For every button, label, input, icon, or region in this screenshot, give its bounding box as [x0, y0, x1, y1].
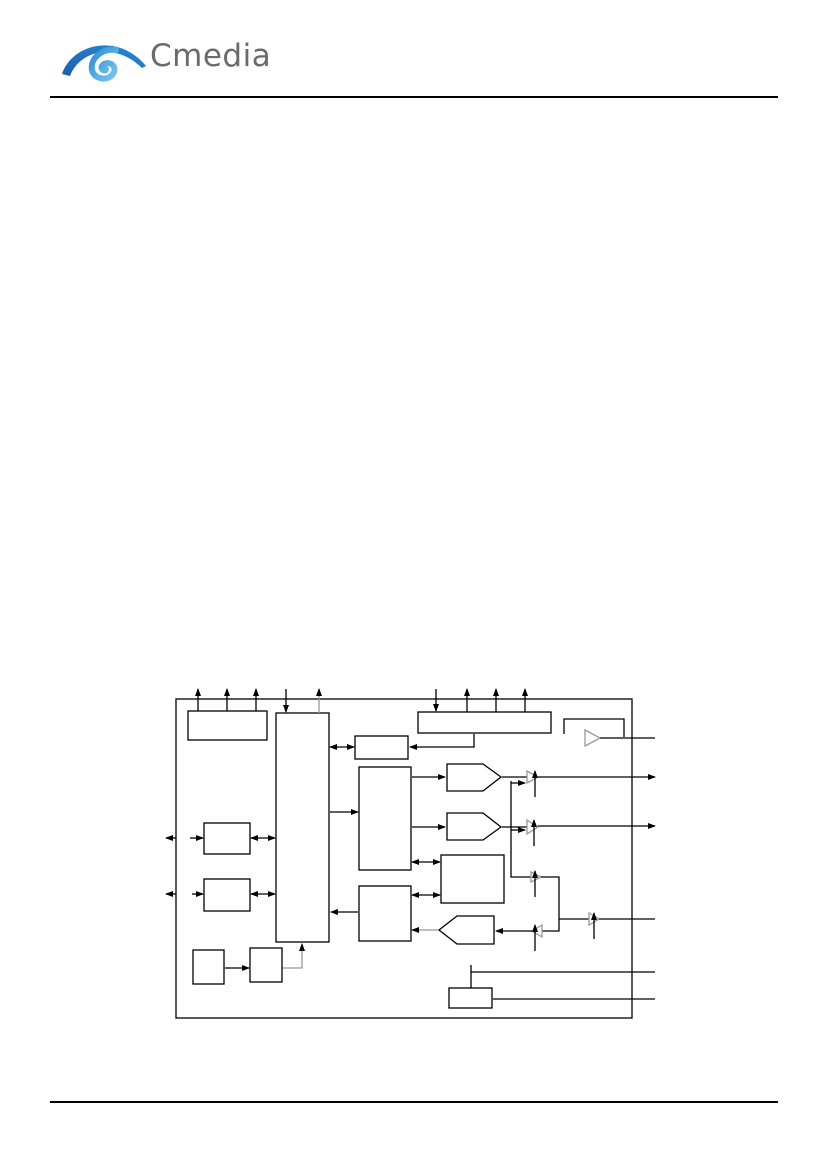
cmedia-logo-icon	[62, 45, 146, 82]
header-rule	[50, 96, 778, 98]
footer-rule	[50, 1101, 778, 1103]
brand-name: Cmedia	[150, 38, 272, 74]
chip-boundary	[175, 698, 633, 1019]
